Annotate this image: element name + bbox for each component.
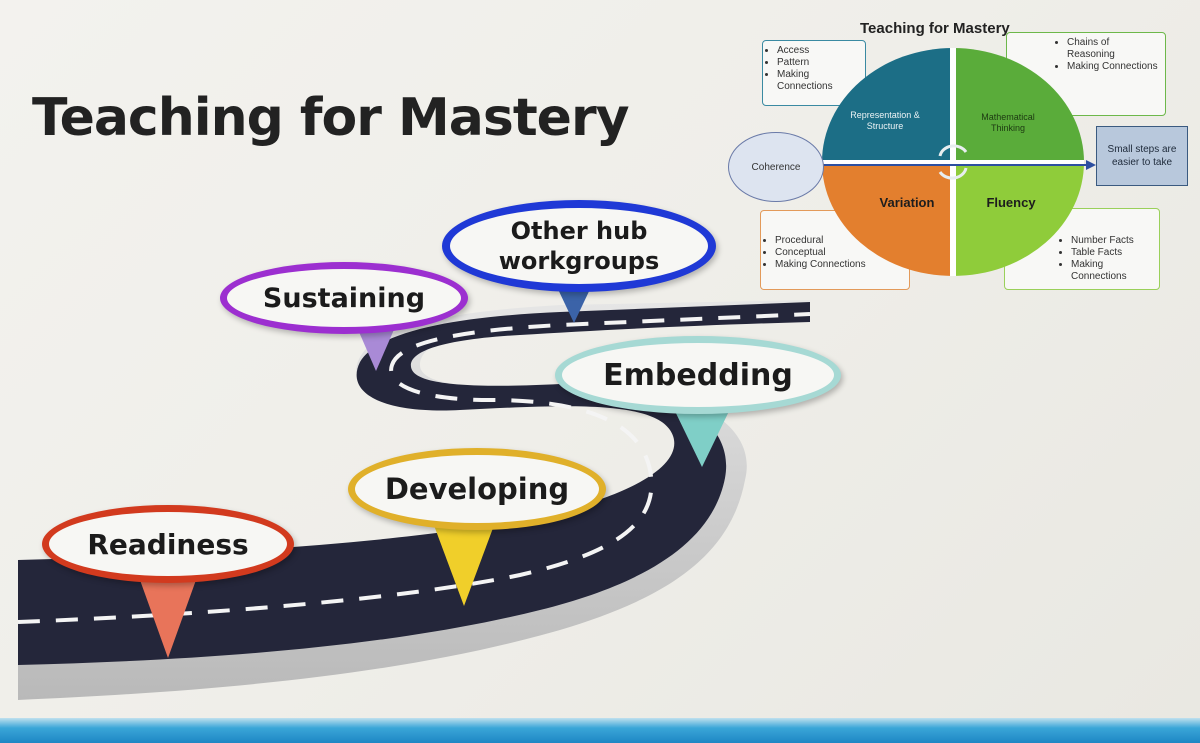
stage-sustaining: Sustaining [220,262,468,334]
quadrant-thinking [953,48,1084,162]
box-item: Making Connections [777,69,859,93]
stage-readiness: Readiness [42,505,294,583]
small-steps-box: Small steps are easier to take [1096,126,1188,186]
box-item: Procedural [775,235,903,247]
label-fluency: Fluency [986,195,1036,210]
wheel-title: Teaching for Mastery [860,20,1010,37]
slide-title: Teaching for Mastery [32,88,629,148]
stage-label: Sustaining [262,282,426,314]
box-item: Making Connections [1071,259,1153,283]
coherence-circle: Coherence [728,132,824,202]
quadrant-variation [822,162,953,276]
stage-label: Readiness [87,527,249,561]
label-thinking: Mathematical Thinking [981,112,1035,133]
box-item: Table Facts [1071,247,1153,259]
label-variation: Variation [879,195,935,210]
screen-bottom-band [0,718,1200,743]
quadrant-representation [822,48,953,162]
box-item: Number Facts [1071,235,1153,247]
coherence-label: Coherence [751,161,801,173]
cycle-arrows-icon [938,144,968,180]
developing-pin [432,520,496,606]
stage-label: Developing [384,472,570,506]
embedding-pin [672,405,732,467]
box-item: Making Connections [775,259,903,271]
mastery-wheel [822,48,1084,276]
quadrant-fluency [953,162,1084,276]
box-item: Conceptual [775,247,903,259]
stage-developing: Developing [348,448,606,530]
label-representation: Representation & Structure [850,110,920,131]
stage-label: Embedding [603,357,793,393]
coherence-arrow-icon [824,160,1096,170]
box-item: Pattern [777,57,859,69]
box-item: Chains of Reasoning [1067,37,1159,61]
box-item: Access [777,45,859,57]
readiness-pin [140,580,196,658]
stage-label: Other hub workgroups [498,217,660,275]
stage-other-hub-workgroups: Other hub workgroups [442,200,716,292]
small-steps-label: Small steps are easier to take [1107,144,1177,168]
stage-embedding: Embedding [555,336,841,414]
box-item: Making Connections [1067,61,1159,73]
